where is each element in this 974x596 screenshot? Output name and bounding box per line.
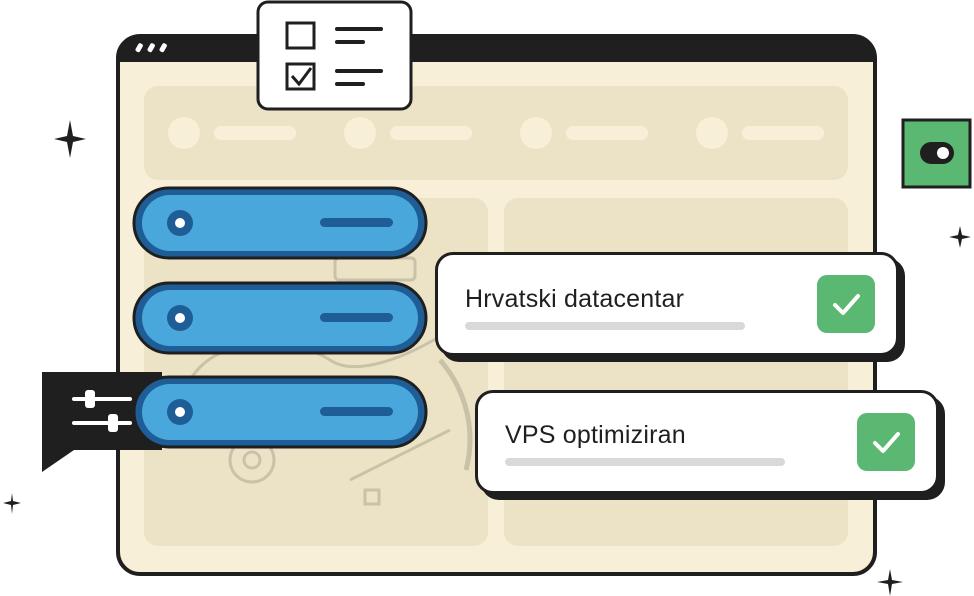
check-icon xyxy=(817,275,875,333)
card-label: Hrvatski datacentar xyxy=(465,285,685,313)
unchecked-box-icon xyxy=(285,21,316,50)
sliders-icon xyxy=(42,372,162,472)
status-card-vps: VPS optimiziran xyxy=(475,390,939,494)
check-icon xyxy=(857,413,915,471)
checked-box-icon xyxy=(285,62,316,91)
status-card-datacenter: Hrvatski datacentar xyxy=(435,252,899,356)
card-progress-bar xyxy=(505,458,785,466)
server-unit-1 xyxy=(132,186,428,260)
card-label: VPS optimiziran xyxy=(505,421,686,449)
server-unit-2 xyxy=(132,281,428,355)
sparkle-icons xyxy=(3,120,971,596)
server-unit-3 xyxy=(132,375,428,449)
checklist-card xyxy=(256,0,413,111)
server-stack xyxy=(132,186,428,449)
toggle-icon xyxy=(901,118,972,189)
header-panel xyxy=(144,86,848,180)
window-dots-icon xyxy=(135,43,167,53)
card-progress-bar xyxy=(465,322,745,330)
